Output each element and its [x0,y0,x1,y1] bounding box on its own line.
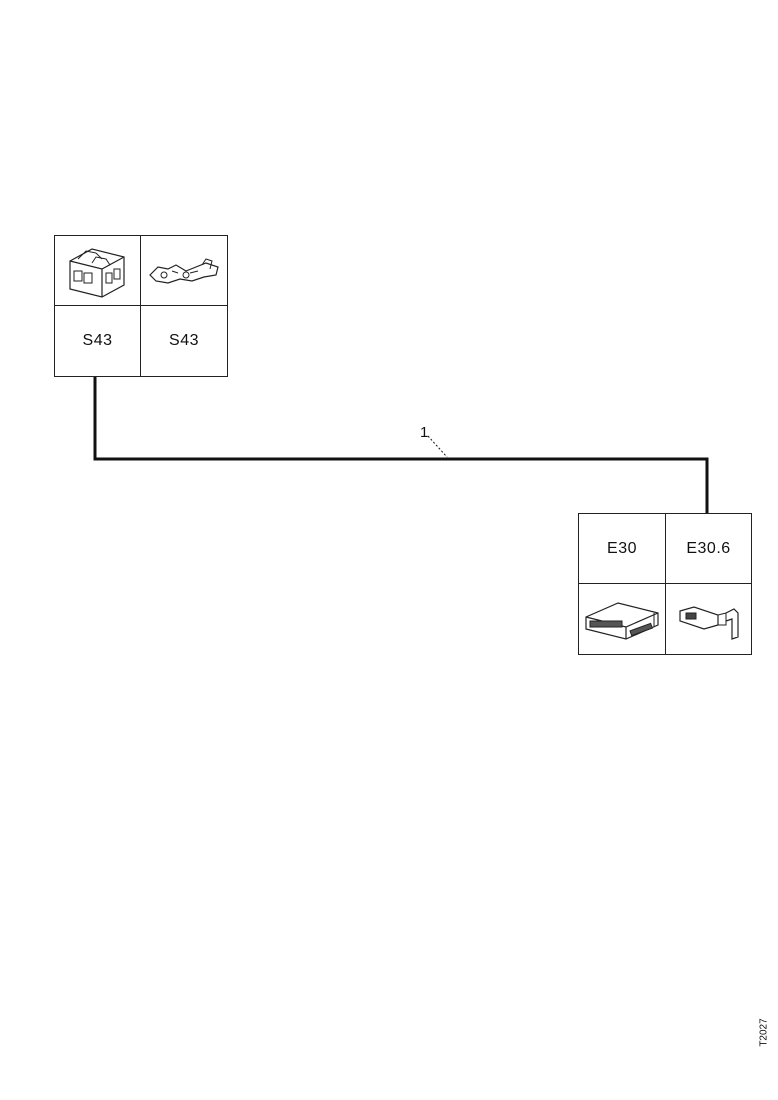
callout-leader [427,435,448,458]
connector-block-s43: S43 S43 [54,235,228,377]
terminal-image-cell [141,236,227,306]
connector-label-b: E30.6 [666,514,751,584]
bracket-image-cell [666,584,751,654]
wire-callout-number: 1 [420,424,428,441]
connector-image-cell [55,236,141,306]
terminal-clip-icon [149,257,219,284]
control-unit-icon [585,602,659,640]
document-id-text: T2027 [758,1017,770,1047]
connector-block-e30: E30 E30.6 [578,513,752,655]
connector-label-b: S43 [169,332,199,349]
document-id: T2027 [752,1010,776,1054]
connector-housing-icon [68,247,125,298]
wire-1 [93,376,709,514]
control-unit-image-cell [579,584,666,654]
connector-label-a: S43 [55,306,141,376]
bracket-terminal-icon [678,606,739,640]
connector-label-a: E30 [579,514,666,584]
